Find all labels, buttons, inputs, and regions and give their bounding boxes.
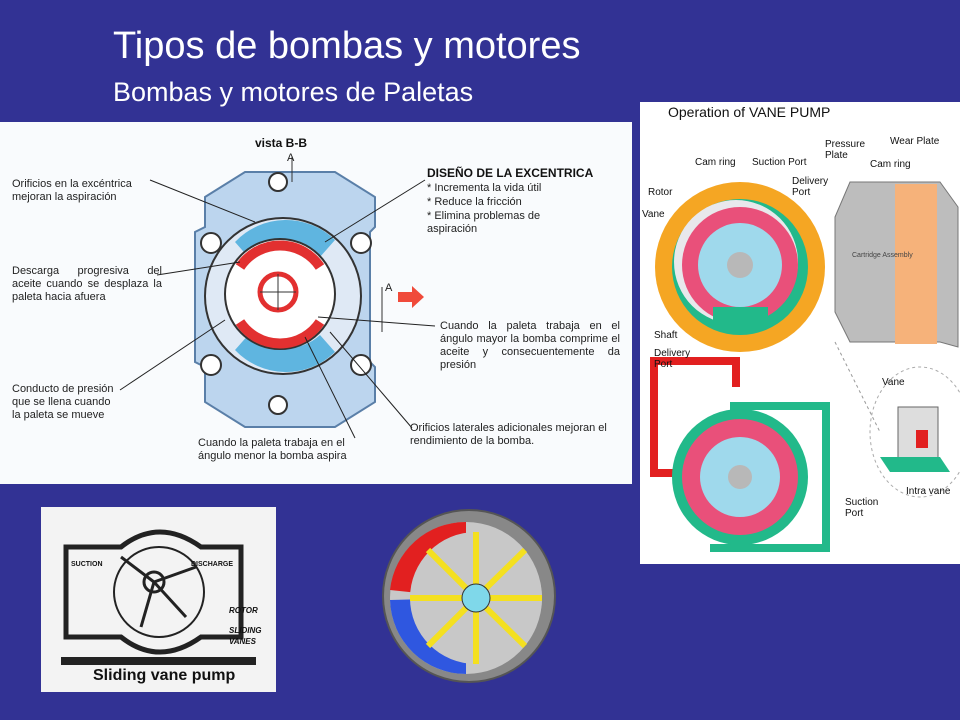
slide-title: Tipos de bombas y motores [113, 25, 581, 67]
label-cam-ring-right: Cam ring [870, 159, 911, 170]
label-vane: Vane [642, 209, 665, 220]
label-cartridge: Cartridge Assembly [852, 252, 913, 259]
left-label-3: Conducto de presión que se llena cuando … [12, 383, 114, 421]
label-delivery-port-top: Delivery Port [792, 176, 829, 198]
sliding-label-rotor: ROTOR [229, 606, 258, 615]
sliding-vane-drawing [61, 529, 256, 665]
vane-pump-illustration [650, 181, 960, 552]
section-mark-right: A [385, 282, 393, 294]
design-title: DISEÑO DE LA EXCENTRICA [427, 166, 594, 180]
pump-cross-section [119, 156, 436, 439]
left-label-2: Descarga progresiva del aceite cuando se… [12, 265, 162, 303]
label-suction-port-bottom: Suction Port [845, 497, 879, 519]
label-rotor: Rotor [648, 187, 673, 198]
left-label-1: Orificios en la excéntrica mejoran la as… [12, 178, 132, 203]
design-item-3: * Elimina problemas de aspiración [427, 210, 541, 235]
design-item-2: * Reduce la fricción [427, 196, 522, 208]
right-label-2: Orificios laterales adicionales mejoran … [410, 422, 607, 447]
view-label: vista B-B [255, 136, 308, 150]
section-mark-top: A [287, 152, 295, 164]
label-pressure-plate: Pressure Plate [825, 139, 866, 161]
sliding-label-discharge: DISCHARGE [191, 561, 234, 568]
vane-pump-title: Operation of VANE PUMP [668, 104, 831, 120]
sliding-label-vanes: SLIDING VANES [229, 626, 262, 646]
sliding-caption: Sliding vane pump [93, 667, 236, 684]
slide-subtitle: Bombas y motores de Paletas [113, 77, 474, 107]
main-diagram-panel: vista B-B A A Orificios en la excéntrica… [0, 122, 632, 484]
right-label-1: Cuando la paleta trabaja en el ángulo ma… [440, 320, 620, 371]
sliding-label-suction: SUCTION [71, 561, 103, 568]
vane-pump-panel: Operation of VANE PUMP Cam ring Suction … [640, 102, 960, 564]
label-wear-plate: Wear Plate [890, 136, 940, 147]
design-item-1: * Incrementa la vida útil [427, 182, 542, 194]
label-intra-vane: Intra vane [906, 486, 951, 497]
label-shaft: Shaft [654, 330, 678, 341]
label-delivery-port-bottom: Delivery Port [654, 348, 691, 370]
label-vane-detail: Vane [882, 377, 905, 388]
label-cam-ring: Cam ring [695, 157, 736, 168]
bottom-label: Cuando la paleta trabaja en el ángulo me… [198, 437, 347, 462]
label-suction-port-top: Suction Port [752, 157, 807, 168]
sliding-vane-panel: SUCTION DISCHARGE ROTOR SLIDING VANES Sl… [41, 507, 276, 692]
